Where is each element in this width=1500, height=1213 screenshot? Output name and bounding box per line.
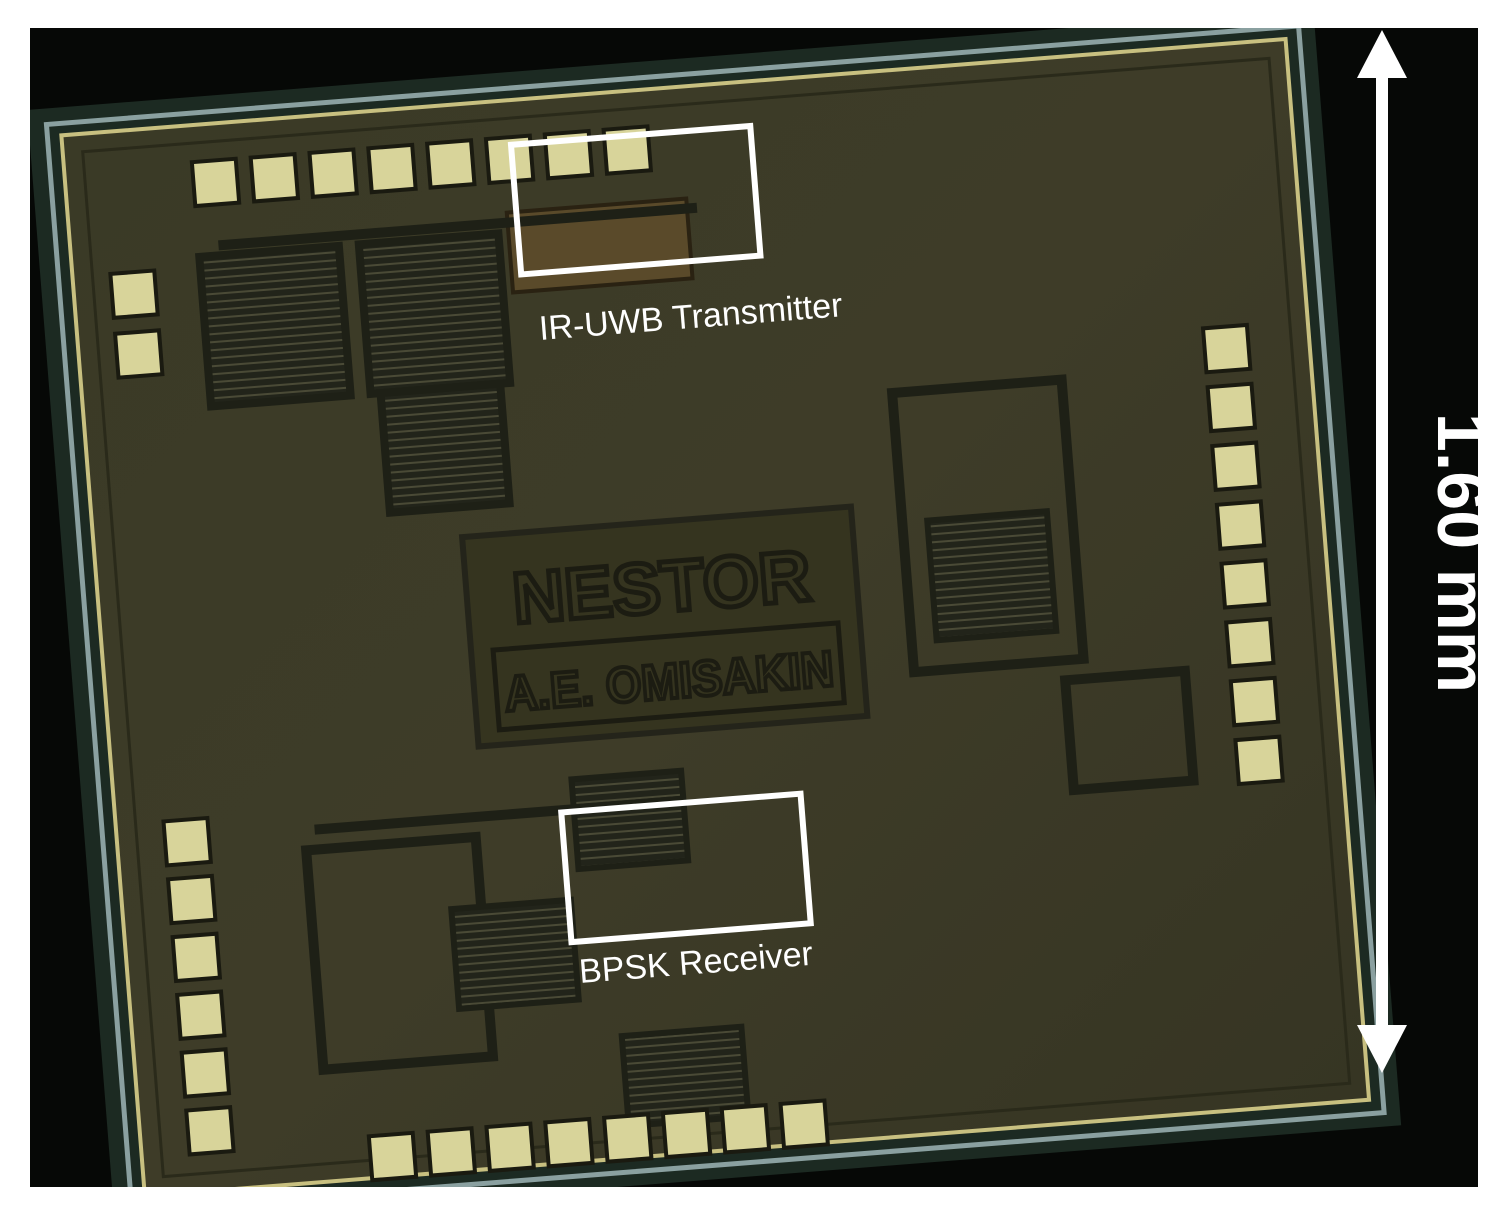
- block-outline: [1059, 665, 1199, 796]
- bond-pad: [366, 1130, 419, 1183]
- scale-bar-label: 1.60 mm: [1423, 413, 1478, 693]
- bond-pad: [601, 1112, 654, 1164]
- scale-bar-arrow-bottom: [1357, 1025, 1407, 1073]
- transmitter-highlight-box: [507, 122, 764, 278]
- inductor-block: [376, 379, 514, 518]
- die: NESTOR A.E. OMISAKIN: [30, 28, 1402, 1187]
- bond-pad: [165, 873, 218, 926]
- receiver-highlight-box: [558, 790, 814, 946]
- bond-pad: [660, 1107, 713, 1160]
- block-outline: [886, 374, 1089, 678]
- bond-pad: [1205, 381, 1258, 434]
- bond-pad: [1233, 734, 1285, 787]
- scale-bar-arrow-top: [1357, 30, 1407, 78]
- bond-pad: [179, 1047, 232, 1099]
- seal-ring-outer: [43, 28, 1387, 1187]
- micrograph-drawing: NESTOR A.E. OMISAKIN IR-UWB Transmitter …: [30, 28, 1478, 1187]
- bond-pad: [1214, 499, 1267, 551]
- bond-pad: [719, 1102, 772, 1155]
- bond-pad: [366, 142, 418, 195]
- scale-bar: 1.60 mm: [1357, 30, 1478, 1073]
- marking-frame: [490, 620, 847, 733]
- bond-pad: [543, 1116, 595, 1169]
- bond-pad: [248, 151, 301, 204]
- inductor-block: [568, 767, 692, 873]
- bond-pads: [108, 124, 1285, 1183]
- bond-pad: [1219, 558, 1271, 610]
- die-marking: NESTOR A.E. OMISAKIN: [458, 503, 871, 750]
- bond-pad: [189, 156, 242, 209]
- bond-pad: [1200, 322, 1253, 375]
- bond-pad: [425, 1126, 478, 1178]
- inductor-block: [924, 507, 1060, 644]
- bond-pad: [161, 815, 213, 868]
- inductor-block: [195, 241, 355, 411]
- marking-plate: [458, 503, 871, 750]
- bond-pad: [170, 931, 223, 984]
- bond-pad: [174, 989, 227, 1041]
- bond-pad: [184, 1104, 236, 1157]
- bond-pad: [108, 268, 160, 320]
- inductor-block: [354, 229, 515, 399]
- bond-pad: [484, 1121, 536, 1174]
- bond-pad: [112, 328, 165, 380]
- inductor-block: [448, 896, 582, 1013]
- bond-pad: [778, 1098, 831, 1150]
- metal-trace: [218, 202, 698, 251]
- bond-pad: [1224, 616, 1276, 669]
- bond-pad: [1228, 675, 1281, 728]
- bond-pad: [424, 138, 477, 190]
- chip-micrograph: NESTOR A.E. OMISAKIN IR-UWB Transmitter …: [30, 28, 1478, 1187]
- bond-pad: [1210, 440, 1262, 493]
- bond-pad: [307, 147, 359, 199]
